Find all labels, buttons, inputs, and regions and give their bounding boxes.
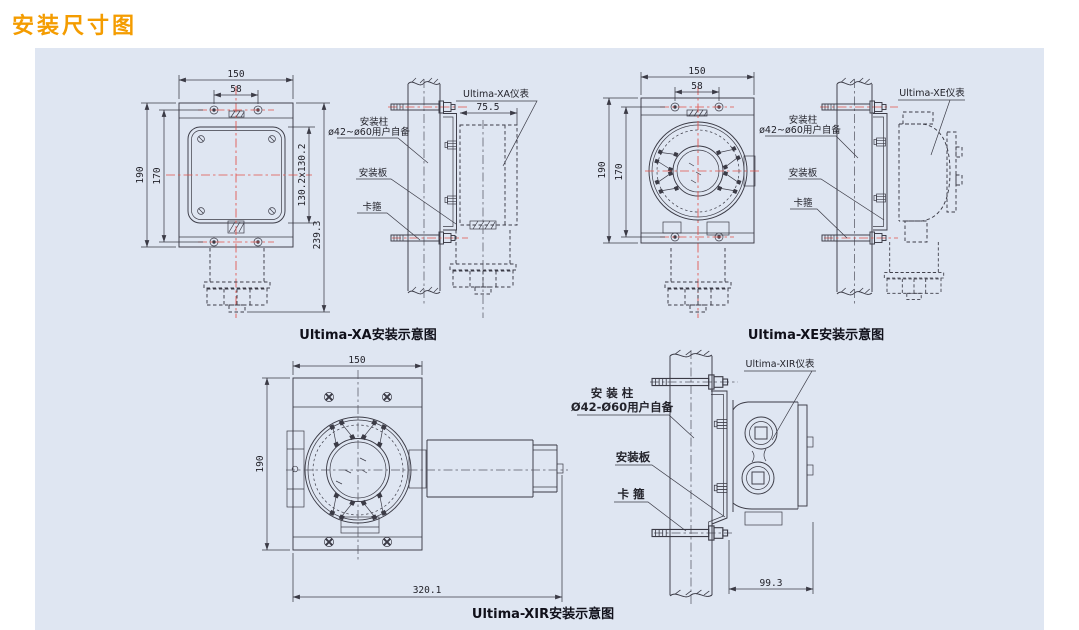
xir-front-view: 150 190 320.1 bbox=[255, 355, 568, 602]
xir-clamp-label: 卡 箍 bbox=[617, 487, 645, 501]
xir-dim-width: 150 bbox=[348, 355, 365, 366]
xa-dim-height: 190 bbox=[135, 166, 146, 183]
xir-dimensions: 150 190 320.1 bbox=[255, 355, 563, 602]
page-title: 安装尺寸图 bbox=[12, 14, 138, 39]
xir-dim-total-width: 320.1 bbox=[413, 585, 442, 596]
xa-dim-hole-span: 58 bbox=[230, 84, 242, 95]
xe-clamp-label: 卡箍 bbox=[793, 197, 813, 209]
xa-dimensions: 150 58 190 170 130.2x130.2 239.3 bbox=[135, 69, 330, 313]
xir-plate-label: 安装板 bbox=[616, 450, 651, 464]
xe-post-label: 安装柱 bbox=[789, 114, 818, 126]
xa-callouts: Ultima-XA仪表 安装柱 ø42~ø60用户自备 安装板 卡箍 bbox=[328, 88, 538, 241]
xa-dim-depth: 75.5 bbox=[477, 102, 500, 113]
xe-instrument-label: Ultima-XE仪表 bbox=[899, 87, 965, 99]
xe-caption: Ultima-XE安装示意图 bbox=[748, 327, 884, 343]
xir-side-view: 99.3 Ultima-XIR仪表 安 装 柱 Ø42-Ø60用户自备 安装板 … bbox=[571, 349, 816, 606]
xir-caption: Ultima-XIR安装示意图 bbox=[472, 606, 614, 622]
xir-diagram: 150 190 320.1 bbox=[255, 349, 816, 622]
xe-front-view: 150 58 190 170 bbox=[597, 66, 762, 318]
xe-side-view: Ultima-XE仪表 安装柱 ø42~ø60用户自备 安装板 卡箍 bbox=[759, 77, 965, 306]
xa-post-label: 安装柱 bbox=[360, 116, 389, 128]
drawing-panel bbox=[35, 48, 1044, 630]
xe-dim-hole-span: 58 bbox=[691, 81, 703, 92]
xa-plate-label: 安装板 bbox=[359, 167, 388, 179]
xa-dim-total-height: 239.3 bbox=[312, 221, 323, 250]
xe-callouts: Ultima-XE仪表 安装柱 ø42~ø60用户自备 安装板 卡箍 bbox=[759, 87, 965, 239]
xa-dim-window: 130.2x130.2 bbox=[297, 144, 308, 207]
xir-instrument-label: Ultima-XIR仪表 bbox=[746, 358, 815, 370]
xe-plate-label: 安装板 bbox=[789, 167, 818, 179]
xa-diagram: 150 58 190 170 130.2x130.2 239.3 bbox=[135, 69, 538, 343]
xir-dim-depth: 99.3 bbox=[760, 578, 783, 589]
xe-post-note: ø42~ø60用户自备 bbox=[759, 124, 841, 136]
xa-caption: Ultima-XA安装示意图 bbox=[299, 327, 436, 343]
xir-callouts: Ultima-XIR仪表 安 装 柱 Ø42-Ø60用户自备 安装板 卡 箍 bbox=[571, 358, 816, 532]
xa-dim-width: 150 bbox=[227, 69, 244, 80]
xe-dim-inner-height: 170 bbox=[614, 163, 625, 180]
xir-dim-height: 190 bbox=[255, 455, 266, 472]
xa-instrument-label: Ultima-XA仪表 bbox=[463, 88, 529, 100]
xa-post-note: ø42~ø60用户自备 bbox=[328, 126, 410, 138]
xe-dim-width: 150 bbox=[688, 66, 705, 77]
xe-diagram: 150 58 190 170 bbox=[597, 66, 965, 343]
xa-front-view: 150 58 190 170 130.2x130.2 239.3 bbox=[135, 69, 330, 318]
xir-post-note: Ø42-Ø60用户自备 bbox=[571, 400, 674, 414]
xe-dim-height: 190 bbox=[597, 161, 608, 178]
xir-post-label: 安 装 柱 bbox=[591, 386, 634, 400]
xa-dim-inner-height: 170 bbox=[152, 167, 163, 184]
xe-dimensions: 150 58 190 170 bbox=[597, 66, 755, 244]
xa-clamp-label: 卡箍 bbox=[362, 201, 382, 213]
xa-side-view: 75.5 Ultima-XA仪表 安装柱 ø42~ø60用户自备 安装板 卡箍 bbox=[328, 77, 538, 318]
